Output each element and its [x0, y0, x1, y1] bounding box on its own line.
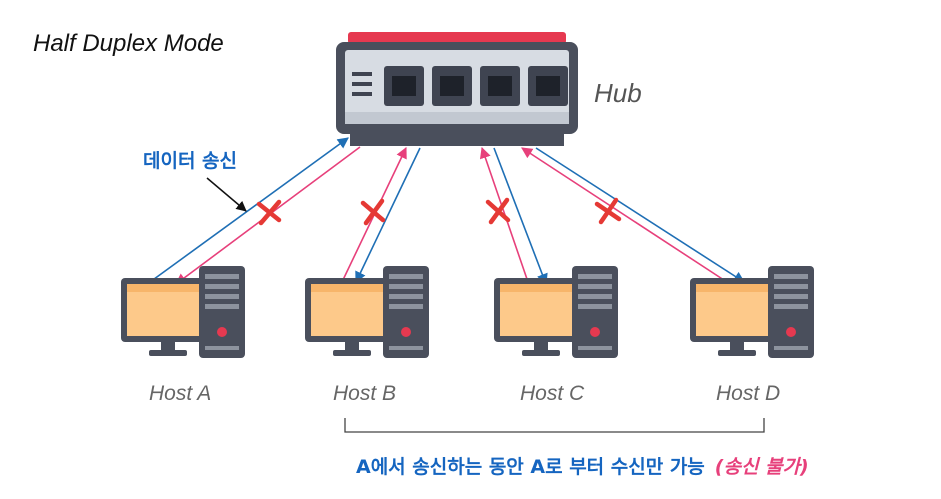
host-b-label: Host B	[333, 382, 397, 405]
group-bracket	[344, 418, 765, 433]
link-hostC-receive	[493, 147, 548, 286]
send-data-label: 데이터 송신	[143, 150, 238, 172]
link-hostD-transmit	[521, 147, 731, 285]
send-label-pointer	[206, 177, 247, 212]
blocked-x-icon	[594, 197, 622, 225]
blocked-x-icon	[485, 197, 511, 225]
link-hostD-receive	[535, 147, 745, 283]
host-c-label: Host C	[520, 382, 585, 405]
blocked-x-icon	[256, 199, 282, 226]
computer-icon-host-a	[121, 266, 245, 358]
hub-label: Hub	[594, 78, 642, 108]
link-hostA-transmit	[149, 137, 349, 283]
link-hostB-receive	[355, 147, 421, 284]
computer-icon-host-c	[494, 266, 618, 358]
blocked-x-icon	[360, 198, 386, 226]
hub-icon	[336, 32, 578, 146]
host-d-label: Host D	[716, 382, 781, 405]
host-a-label: Host A	[149, 382, 212, 405]
caption-note: (송신 불가)	[714, 456, 809, 478]
computer-icon-host-b	[305, 266, 429, 358]
diagram-title: Half Duplex Mode	[33, 30, 224, 57]
caption: A에서 송신하는 동안 A로 부터 수신만 가능 (송신 불가)	[356, 452, 809, 479]
caption-main: A에서 송신하는 동안 A로 부터 수신만 가능	[356, 456, 705, 478]
computer-icon-host-d	[690, 266, 814, 358]
